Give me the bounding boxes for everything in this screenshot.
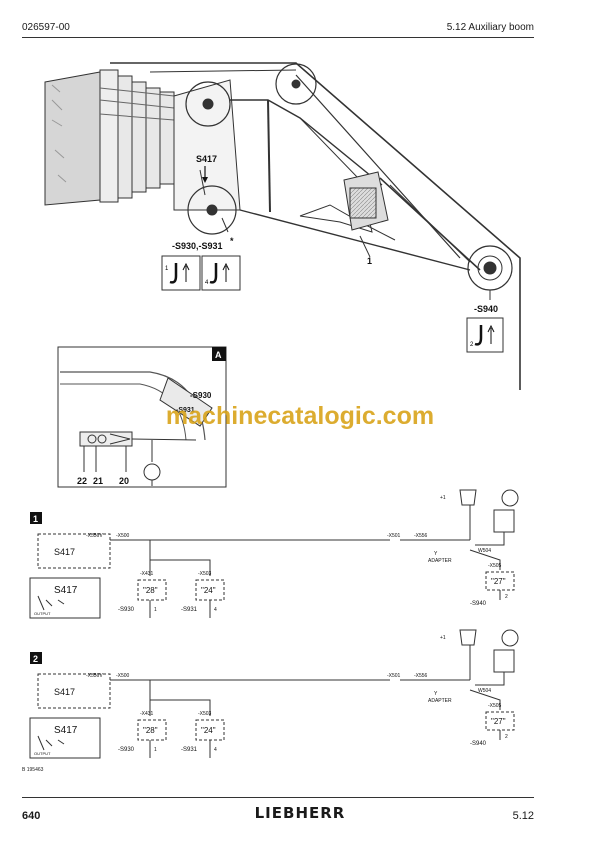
svg-text:-S931: -S931 [181, 607, 198, 613]
svg-text:1: 1 [154, 747, 157, 753]
svg-text:1: 1 [165, 266, 169, 272]
detail-badge: A [215, 350, 222, 360]
svg-text:-S940: -S940 [470, 601, 487, 607]
svg-text:"28": "28" [143, 726, 158, 735]
svg-text:Y: Y [434, 691, 438, 697]
asterisk-label: * [230, 236, 234, 246]
detail-callout-20: 20 [119, 476, 129, 486]
svg-text:2: 2 [470, 342, 474, 348]
svg-text:W504: W504 [478, 548, 491, 554]
svg-text:+1: +1 [440, 635, 446, 641]
hook-switch-icon-3: 2 [466, 317, 504, 353]
circuit-2-badge: 2 [33, 654, 38, 664]
svg-text:-X431: -X431 [140, 711, 154, 717]
footer-section: 5.12 [512, 810, 534, 822]
svg-text:"27": "27" [491, 577, 506, 586]
svg-text:4: 4 [214, 747, 217, 753]
svg-text:-X503: -X503 [198, 711, 212, 717]
watermark-text: machinecatalogic.com [165, 402, 435, 430]
footer-rule [22, 797, 534, 798]
header-rule [22, 37, 534, 38]
svg-text:-S930: -S930 [118, 747, 135, 753]
page-number: 640 [22, 810, 41, 822]
circuit-diagram-2: 2 S417 -X556V -X500 -X501 -X556 -X431 "2… [29, 629, 519, 759]
circuit-2-module: S417 [54, 687, 75, 697]
hook-switch-icon-2: 4 [201, 255, 241, 291]
svg-text:OUTPUT: OUTPUT [34, 611, 51, 616]
circuit-diagram-1: 1 S417 -X556V -X500 -X501 -X556 -X431 "2… [29, 489, 519, 619]
circuit-1-badge: 1 [33, 514, 38, 524]
svg-text:4: 4 [214, 607, 217, 613]
detail-s930-label: -S930 [190, 391, 212, 400]
svg-text:-X556V: -X556V [86, 673, 103, 679]
callout-1: 1 [367, 256, 372, 266]
svg-text:"24": "24" [201, 726, 216, 735]
svg-text:2: 2 [505, 594, 508, 600]
svg-text:"28": "28" [143, 586, 158, 595]
svg-text:"24": "24" [201, 586, 216, 595]
circuit-2-display-title: S417 [54, 725, 78, 736]
document-number: 026597-00 [22, 22, 70, 33]
detail-a: A -S930 -S931 22 21 20 [57, 346, 227, 488]
svg-text:4: 4 [205, 280, 209, 286]
section-title: 5.12 Auxiliary boom [446, 22, 534, 33]
svg-text:Y: Y [434, 551, 438, 557]
svg-text:"27": "27" [491, 717, 506, 726]
circuit-1-display-title: S417 [54, 585, 78, 596]
svg-text:2: 2 [505, 734, 508, 740]
svg-text:-X500: -X500 [116, 673, 130, 679]
svg-text:+1: +1 [440, 495, 446, 501]
boom-drawing [44, 62, 521, 390]
svg-text:-X505: -X505 [488, 703, 502, 709]
svg-text:-X556: -X556 [414, 673, 428, 679]
s940-label: -S940 [474, 304, 498, 314]
top-figure-labels: S417 -S930,-S931 * 1 -S940 [172, 154, 498, 314]
svg-text:ADAPTER: ADAPTER [428, 558, 452, 564]
svg-text:-X556: -X556 [414, 533, 428, 539]
detail-callout-21: 21 [93, 476, 103, 486]
circuit-1-module: S417 [54, 547, 75, 557]
svg-text:OUTPUT: OUTPUT [34, 751, 51, 756]
detail-s931-label: -S931 [176, 407, 195, 414]
svg-text:-X431: -X431 [140, 571, 154, 577]
svg-text:-X505: -X505 [488, 563, 502, 569]
s417-label: S417 [196, 154, 217, 164]
svg-text:-X503: -X503 [198, 571, 212, 577]
svg-text:-X501: -X501 [387, 533, 401, 539]
svg-text:-X500: -X500 [116, 533, 130, 539]
hook-switch-icon-1: 1 [161, 255, 201, 291]
brand-logo: LIEBHERR [254, 804, 346, 822]
svg-text:-X501: -X501 [387, 673, 401, 679]
svg-text:-S930: -S930 [118, 607, 135, 613]
svg-text:W504: W504 [478, 688, 491, 694]
svg-text:-S931: -S931 [181, 747, 198, 753]
svg-text:-X556V: -X556V [86, 533, 103, 539]
svg-text:ADAPTER: ADAPTER [428, 698, 452, 704]
svg-text:-S940: -S940 [470, 741, 487, 747]
s930-s931-label: -S930,-S931 [172, 241, 223, 251]
drawing-id: B 195463 [22, 767, 44, 773]
detail-callout-22: 22 [77, 476, 87, 486]
svg-text:1: 1 [154, 607, 157, 613]
